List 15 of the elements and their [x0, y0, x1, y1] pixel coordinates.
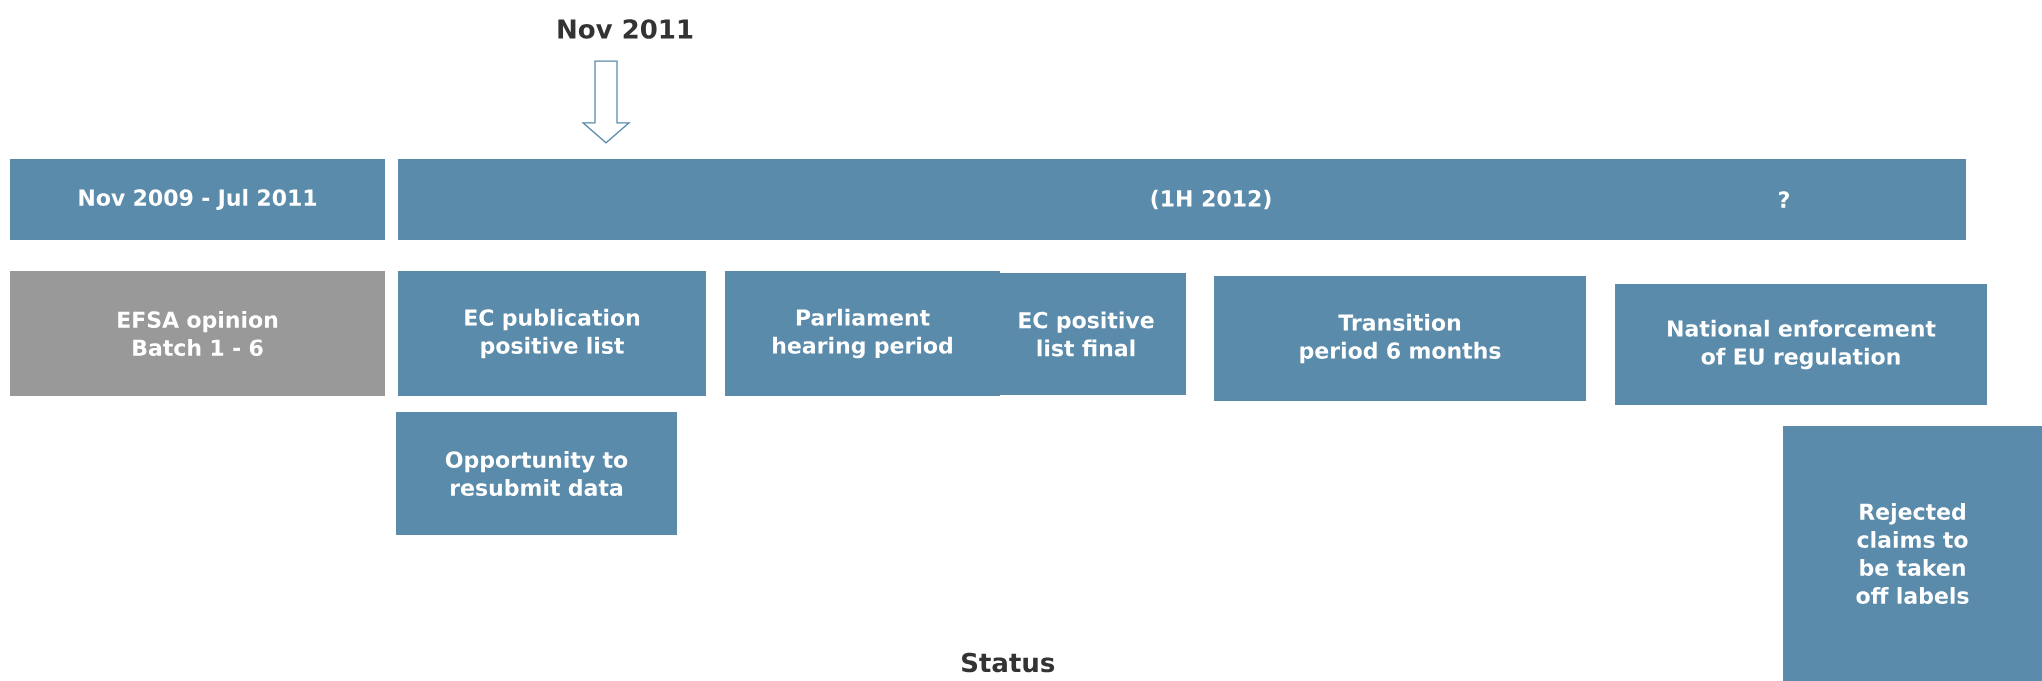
stage-box: Transition period 6 months [1214, 276, 1586, 401]
node-label: EC positive list final [1019, 311, 1154, 357]
stage-box: National enforcement of EU regulation [1615, 284, 1987, 405]
timeline-band: Nov 2009 - Jul 2011 [10, 159, 385, 240]
stage-box: EFSA opinion Batch 1 - 6 [10, 271, 385, 396]
stage-box: Parliament hearing period [725, 271, 1000, 396]
stage-box: EC positive list final [986, 273, 1186, 395]
stage-box: Rejected claims to be taken off labels [1783, 426, 2042, 681]
node-label: Parliament hearing period [773, 308, 952, 359]
stage-box: EC publication positive list [398, 271, 706, 396]
hollow-arrow [581, 60, 631, 144]
timeline-band: (1H 2012) ? [398, 159, 1966, 240]
section-heading: Status [962, 652, 1055, 673]
stage-box: Opportunity to resubmit data [396, 412, 677, 535]
date-label: Nov 2011 [558, 19, 693, 39]
